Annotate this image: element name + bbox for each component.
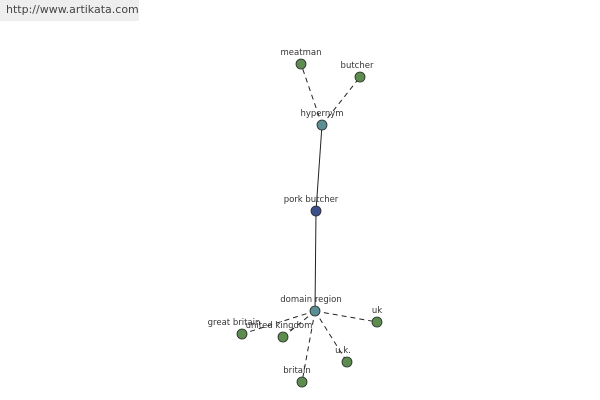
label-layer: meatman butcher hypernym pork butcher domain… (208, 48, 383, 376)
edge-domain_region-britain (301, 310, 316, 383)
edge-hypernym-butcher (321, 76, 361, 126)
node-label-uk[interactable]: uk (372, 306, 382, 316)
node-label-united-kingdom[interactable]: united kingdom (246, 321, 313, 331)
edge-domain_region-great_britain (241, 310, 316, 335)
edge-domain_region-united_kingdom (282, 310, 316, 338)
node-uk[interactable] (371, 316, 383, 328)
node-label-britain[interactable]: britain (283, 366, 311, 376)
node-pork-butcher[interactable] (310, 205, 322, 217)
node-label-pork-butcher[interactable]: pork butcher (284, 195, 339, 205)
node-layer (236, 58, 383, 388)
url-banner: http://www.artikata.com (0, 0, 139, 21)
edge-pork_butcher-domain_region (314, 210, 317, 312)
edge-domain_region-uk_abbrev (314, 310, 348, 363)
node-uk-abbrev[interactable] (341, 356, 353, 368)
node-butcher[interactable] (354, 71, 366, 83)
node-great-britain[interactable] (236, 328, 248, 340)
node-label-great-britain[interactable]: great britain (208, 318, 261, 328)
edge-hypernym-meatman (300, 63, 323, 126)
node-united-kingdom[interactable] (277, 331, 289, 343)
site-url[interactable]: http://www.artikata.com (6, 3, 139, 16)
node-label-domain-region[interactable]: domain region (280, 295, 341, 305)
node-label-hypernym[interactable]: hypernym (300, 109, 343, 119)
node-britain[interactable] (296, 376, 308, 388)
node-label-uk-abbrev[interactable]: u.k. (335, 346, 351, 356)
edge-domain_region-uk (314, 310, 378, 323)
node-hypernym[interactable] (316, 119, 328, 131)
node-label-butcher[interactable]: butcher (341, 61, 374, 71)
node-label-meatman[interactable]: meatman (281, 48, 322, 58)
node-meatman[interactable] (295, 58, 307, 70)
node-domain-region[interactable] (309, 305, 321, 317)
edge-pork_butcher-hypernym (315, 124, 323, 212)
edge-layer (241, 63, 378, 383)
